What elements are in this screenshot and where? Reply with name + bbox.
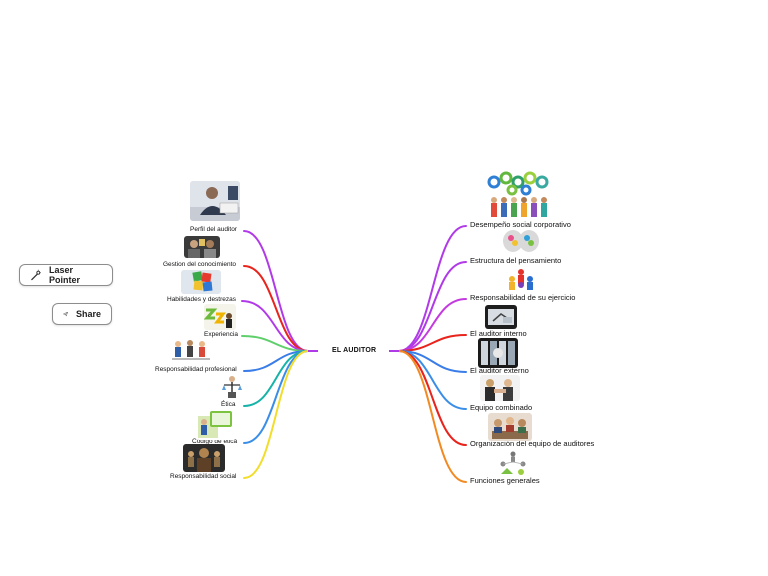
left-topic-habilidades-y-destrezas[interactable]: Habilidades y destrezas	[167, 296, 237, 303]
right-topic-equipo-combinado[interactable]: Equipo combinado	[470, 403, 533, 412]
left-branch-connector	[243, 265, 309, 352]
right-topic-desempeno-social[interactable]: Desempeño social corporativo	[470, 220, 571, 229]
right-topic-estructura-del-pensamiento[interactable]: Estructura del pensamiento	[470, 256, 562, 265]
left-branch-connector	[243, 350, 309, 444]
central-topic[interactable]: EL AUDITOR	[332, 347, 377, 354]
auditor-profile-image	[190, 181, 240, 221]
right-branch-connector	[398, 350, 467, 483]
left-topic-experiencia[interactable]: Experiencia	[204, 331, 238, 338]
code-of-ethics-image	[196, 408, 236, 440]
external-auditor-image	[478, 338, 518, 368]
corporate-social-performance-image	[486, 170, 552, 218]
share-button[interactable]: Share	[52, 303, 112, 325]
send-icon	[63, 311, 68, 317]
right-topic-auditor-externo[interactable]: El auditor externo	[470, 366, 529, 375]
internal-auditor-image	[485, 305, 517, 329]
right-branch-connector	[398, 298, 467, 352]
professional-responsibility-image	[170, 336, 212, 362]
skills-puzzle-image	[181, 270, 221, 294]
left-branch-connector	[243, 350, 309, 479]
left-topic-codigo-de-etica[interactable]: Código de ética	[192, 438, 238, 445]
right-branch-connector	[398, 350, 467, 373]
right-branch-connector	[398, 334, 467, 352]
auditor-team-organization-image	[488, 413, 532, 441]
left-branch-connector	[243, 230, 309, 352]
knowledge-management-image	[184, 236, 220, 258]
right-topic-responsabilidad-ejercicio[interactable]: Responsabilidad de su ejercicio	[470, 293, 576, 302]
exercise-responsibility-image	[506, 266, 536, 292]
right-topic-funciones-generales[interactable]: Funciones generales	[470, 476, 540, 485]
ethics-image	[219, 374, 245, 400]
right-topic-auditor-interno[interactable]: El auditor interno	[470, 329, 527, 338]
general-functions-image	[497, 450, 529, 476]
right-branch-connector	[398, 261, 467, 352]
right-topic-organizacion-equipo[interactable]: Organización del equipo de auditores	[470, 439, 595, 448]
left-branch-connector	[241, 300, 309, 352]
left-topic-responsabilidad-social[interactable]: Responsabilidad social	[170, 473, 237, 480]
experience-image	[204, 304, 236, 330]
left-topic-perfil-del-auditor[interactable]: Perfil del auditor	[190, 226, 237, 233]
laser-pointer-label: Laser Pointer	[49, 265, 81, 285]
laser-pointer-icon	[31, 269, 41, 281]
combined-team-image	[480, 375, 520, 401]
right-branch-connector	[398, 350, 467, 446]
thinking-structure-image	[499, 228, 543, 254]
laser-pointer-button[interactable]: Laser Pointer	[19, 264, 113, 286]
social-responsibility-image	[183, 444, 225, 472]
left-topic-gestion-del-conocimiento[interactable]: Gestion del conocimiento	[163, 261, 236, 268]
share-label: Share	[75, 309, 101, 319]
left-topic-responsabilidad-profesional[interactable]: Responsabilidad profesional	[155, 366, 237, 373]
right-branch-connector	[398, 225, 467, 352]
left-topic-etica[interactable]: Ética	[221, 401, 236, 408]
